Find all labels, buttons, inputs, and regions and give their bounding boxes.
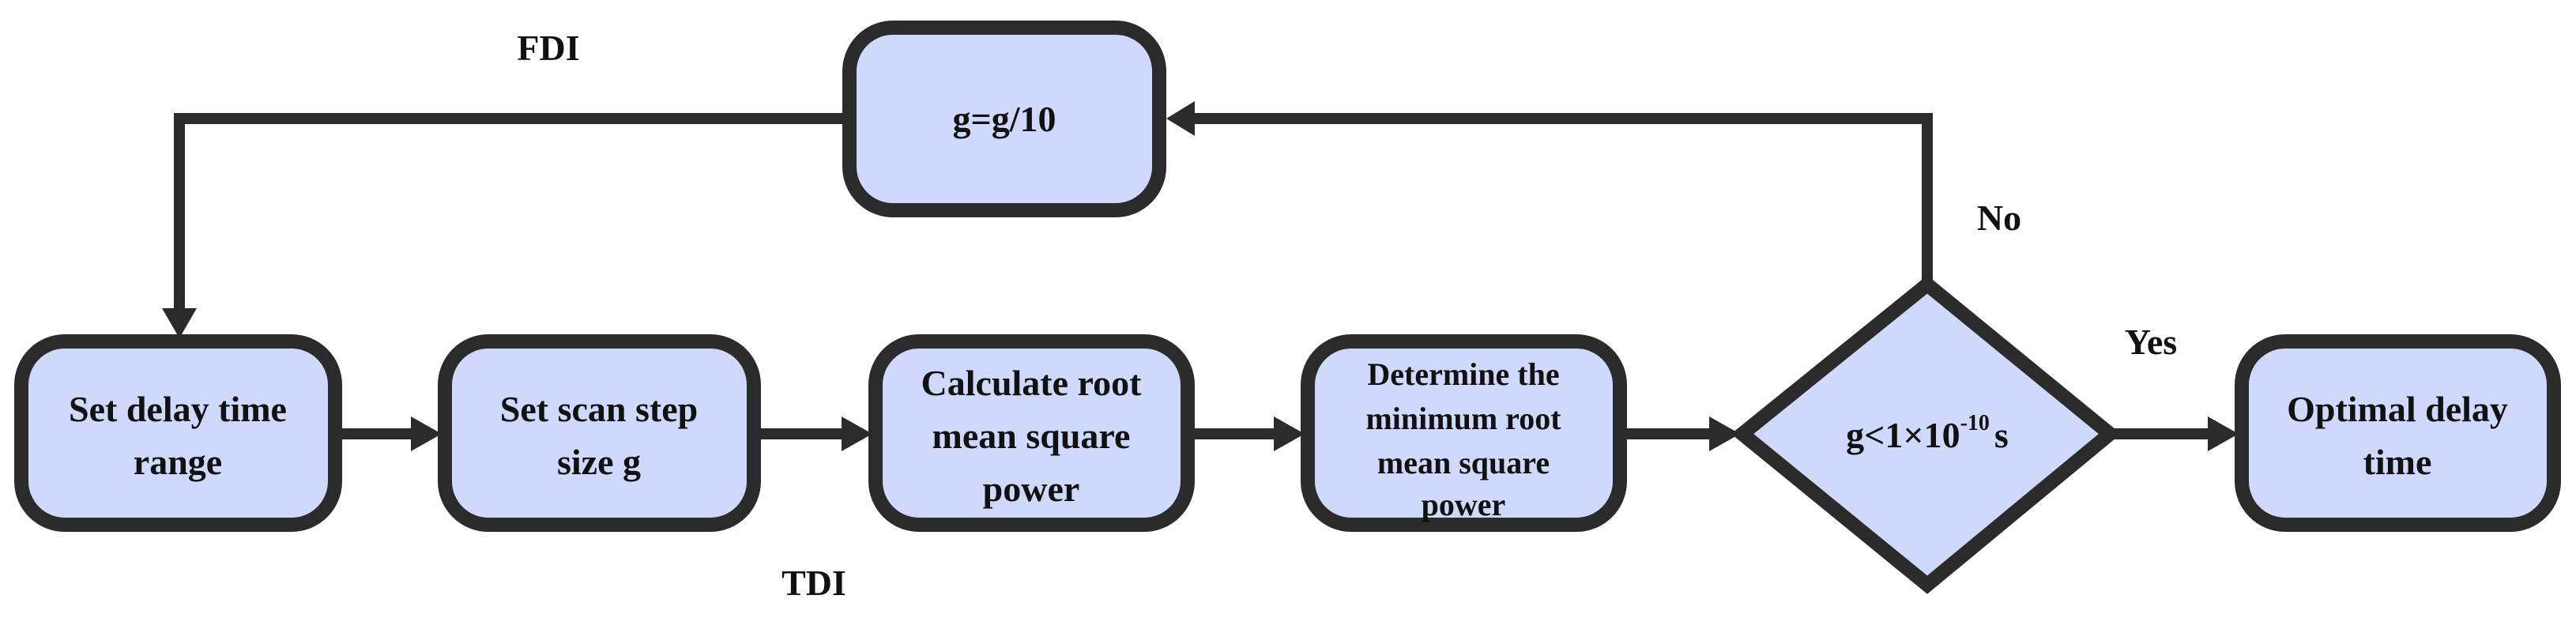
node-set-range: Set delay time range (14, 334, 342, 532)
label-fdi: FDI (517, 28, 579, 68)
node-min-rms: Determine the minimum root mean square p… (1301, 334, 1627, 532)
arrowhead (411, 416, 442, 451)
loop-connector (174, 113, 846, 312)
node-set-step: Set scan step size g (438, 334, 761, 532)
arrowhead-into-update (1166, 101, 1195, 136)
node-calc-rms: Calculate root mean square power (868, 334, 1195, 532)
arrowhead (842, 416, 872, 451)
svg-text:Determine the: Determine the (1367, 356, 1559, 392)
svg-text:size g: size g (557, 442, 641, 482)
svg-text:Calculate root: Calculate root (921, 363, 1143, 403)
svg-text:g=g/10: g=g/10 (953, 99, 1056, 139)
arrowhead (1274, 416, 1305, 451)
svg-text:mean square: mean square (1377, 445, 1550, 480)
label-no: No (1977, 198, 2021, 238)
svg-text:Optimal delay: Optimal delay (2287, 389, 2508, 429)
svg-text:minimum root: minimum root (1365, 401, 1561, 436)
svg-text:g<1×10-10s: g<1×10-10s (1846, 411, 2009, 455)
arrowhead (1709, 416, 1740, 451)
feedback-connector (1185, 113, 1933, 282)
svg-text:Set delay time: Set delay time (69, 389, 287, 429)
label-tdi: TDI (781, 563, 846, 603)
svg-text:Set scan step: Set scan step (500, 389, 698, 429)
svg-text:time: time (2363, 442, 2432, 482)
arrowhead (2208, 416, 2239, 451)
arrowhead-into-range (162, 308, 197, 338)
node-result: Optimal delay time (2235, 334, 2561, 532)
node-update-step: g=g/10 (842, 21, 1166, 217)
svg-text:mean square: mean square (932, 416, 1131, 456)
svg-text:power: power (983, 469, 1080, 509)
label-yes: Yes (2125, 322, 2177, 362)
svg-text:power: power (1422, 487, 1506, 522)
svg-text:range: range (134, 442, 222, 482)
